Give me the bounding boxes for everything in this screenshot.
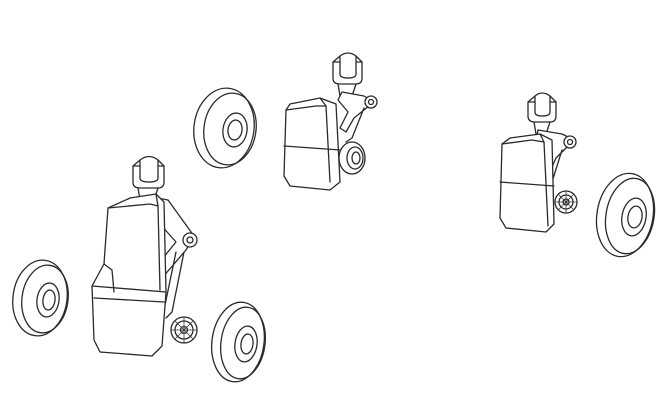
right-assembly	[499, 92, 656, 258]
bottom-left-small-gear	[170, 316, 198, 344]
center-drag-link	[337, 91, 378, 143]
right-wheel	[595, 172, 656, 258]
center-hub	[338, 141, 366, 175]
bottom-left-mount-clip	[132, 155, 165, 201]
bottom-left-assembly	[12, 155, 267, 383]
bottom-left-outer-wheel	[12, 259, 69, 337]
bottom-left-strut-housing	[91, 193, 167, 357]
right-mount-clip	[527, 92, 557, 135]
right-strut-housing	[499, 133, 555, 233]
bottom-left-inner-wheel	[211, 301, 267, 383]
center-assembly	[193, 52, 378, 191]
center-mount-clip	[332, 52, 363, 97]
right-small-gear	[554, 190, 578, 214]
center-detached-wheel	[193, 87, 257, 169]
center-strut-housing	[283, 97, 341, 191]
